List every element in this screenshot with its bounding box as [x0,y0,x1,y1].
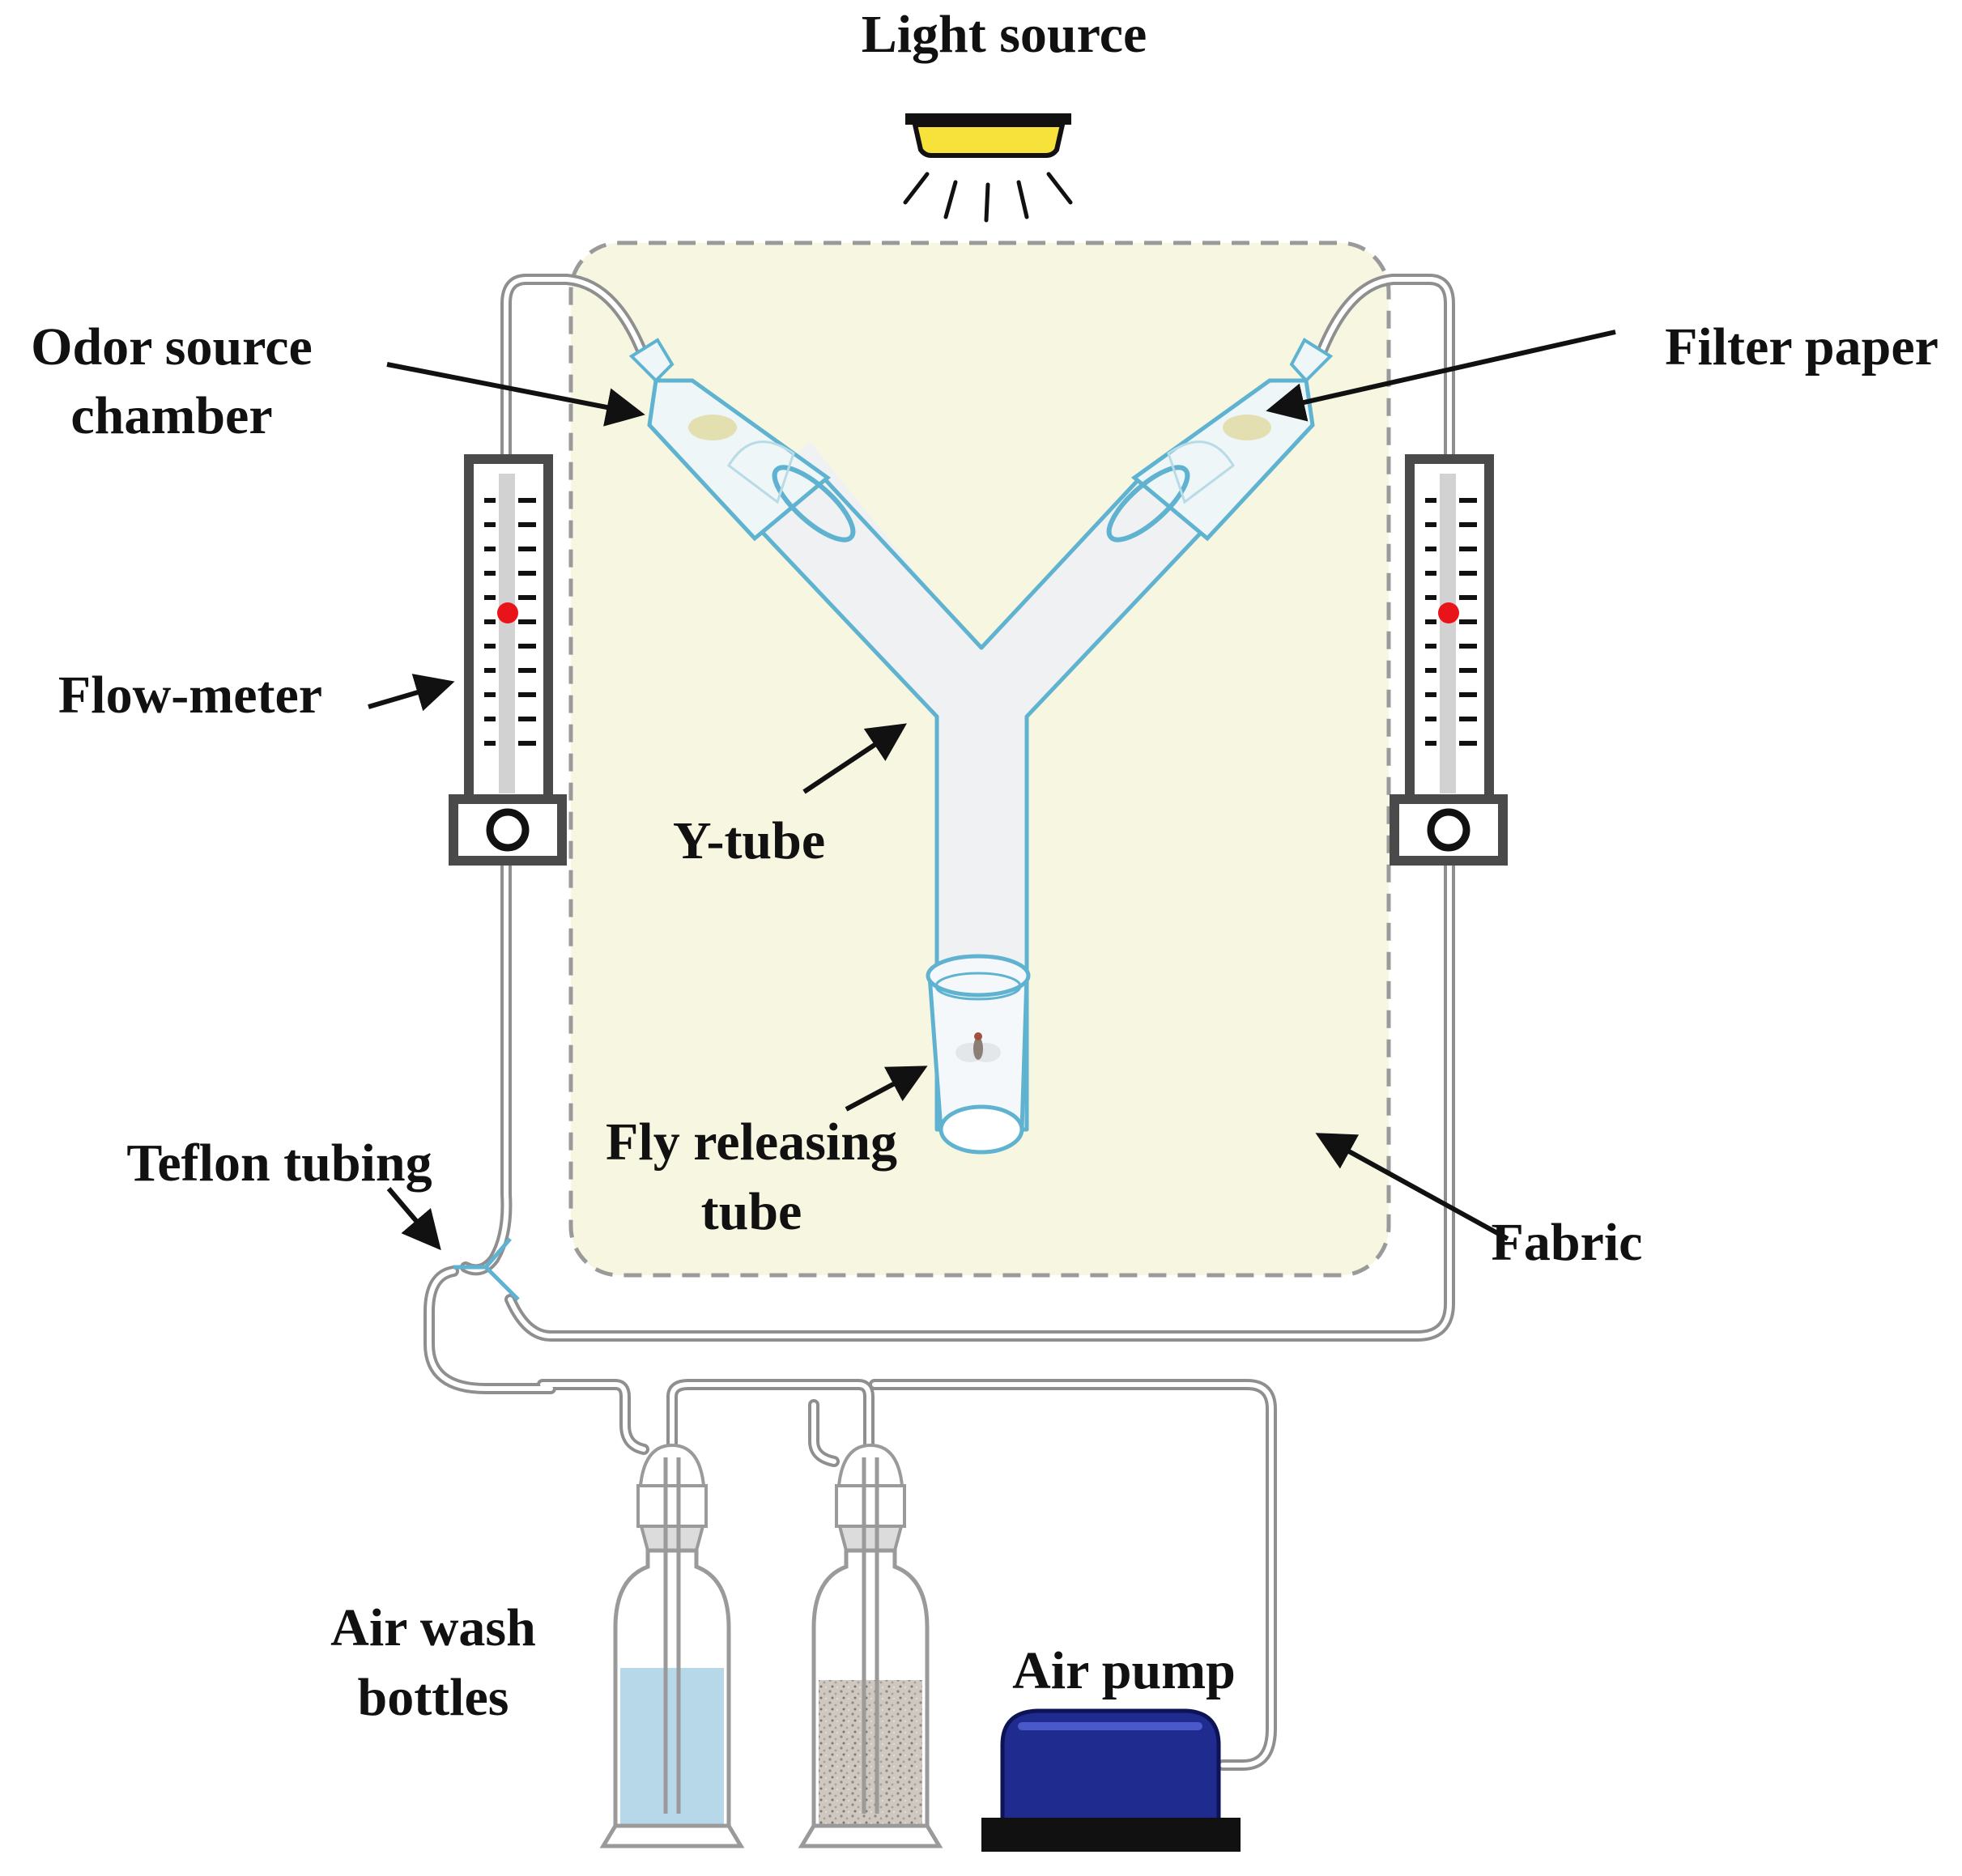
flow-meter-right [1390,454,1508,866]
fly-icon [955,1032,1001,1062]
label-y-tube: Y-tube [673,811,825,870]
flow-indicator-right [1438,602,1459,623]
label-filter-paper: Filter paper [1665,317,1939,376]
teflon-tubing [423,274,1455,1771]
air-wash-bottle-water [599,1443,745,1848]
label-air-wash-line1: Air wash [330,1598,536,1657]
arrow-filter-paper [1266,330,1616,422]
filter-paper-right [1223,415,1271,440]
flow-knob-right [1427,808,1470,852]
label-fly-releasing-line1: Fly releasing [606,1112,897,1172]
tubing-y-connector [453,1237,520,1301]
odor-source-chamber-left [628,338,856,542]
filter-paper-left [688,415,737,440]
arrow-flow-meter [368,674,455,712]
water-level [620,1668,724,1826]
light-rays [903,172,1073,223]
label-odor-source-line1: Odor source [31,317,313,376]
flow-knob-left [486,808,530,852]
arrow-fabric [1315,1133,1509,1241]
arrow-fly-releasing [845,1066,928,1112]
air-wash-bottle-charcoal [798,1443,943,1848]
label-odor-source-line2: chamber [70,386,272,445]
arrow-y-tube [802,723,907,794]
labels: Light source Odor source chamber Filter … [31,5,1939,1727]
label-flow-meter: Flow-meter [58,666,322,725]
air-pump [981,1708,1241,1852]
label-air-pump: Air pump [1012,1641,1236,1700]
label-fly-releasing-line2: tube [701,1182,802,1241]
label-teflon-tubing: Teflon tubing [126,1134,432,1193]
flow-meter-left [449,454,567,866]
air-pump-base [981,1818,1241,1852]
arrow-odor-source [386,362,645,427]
annotation-arrows [368,330,1616,1251]
charcoal-fill [819,1680,922,1826]
fly-releasing-tube [926,954,1031,1155]
label-air-wash-line2: bottles [358,1668,509,1727]
flow-indicator-left [497,602,518,623]
arrow-teflon-tubing [386,1187,441,1251]
light-source-lamp [903,113,1073,223]
y-tube [628,338,1334,1132]
label-light-source: Light source [862,5,1147,64]
label-fabric: Fabric [1492,1213,1643,1272]
